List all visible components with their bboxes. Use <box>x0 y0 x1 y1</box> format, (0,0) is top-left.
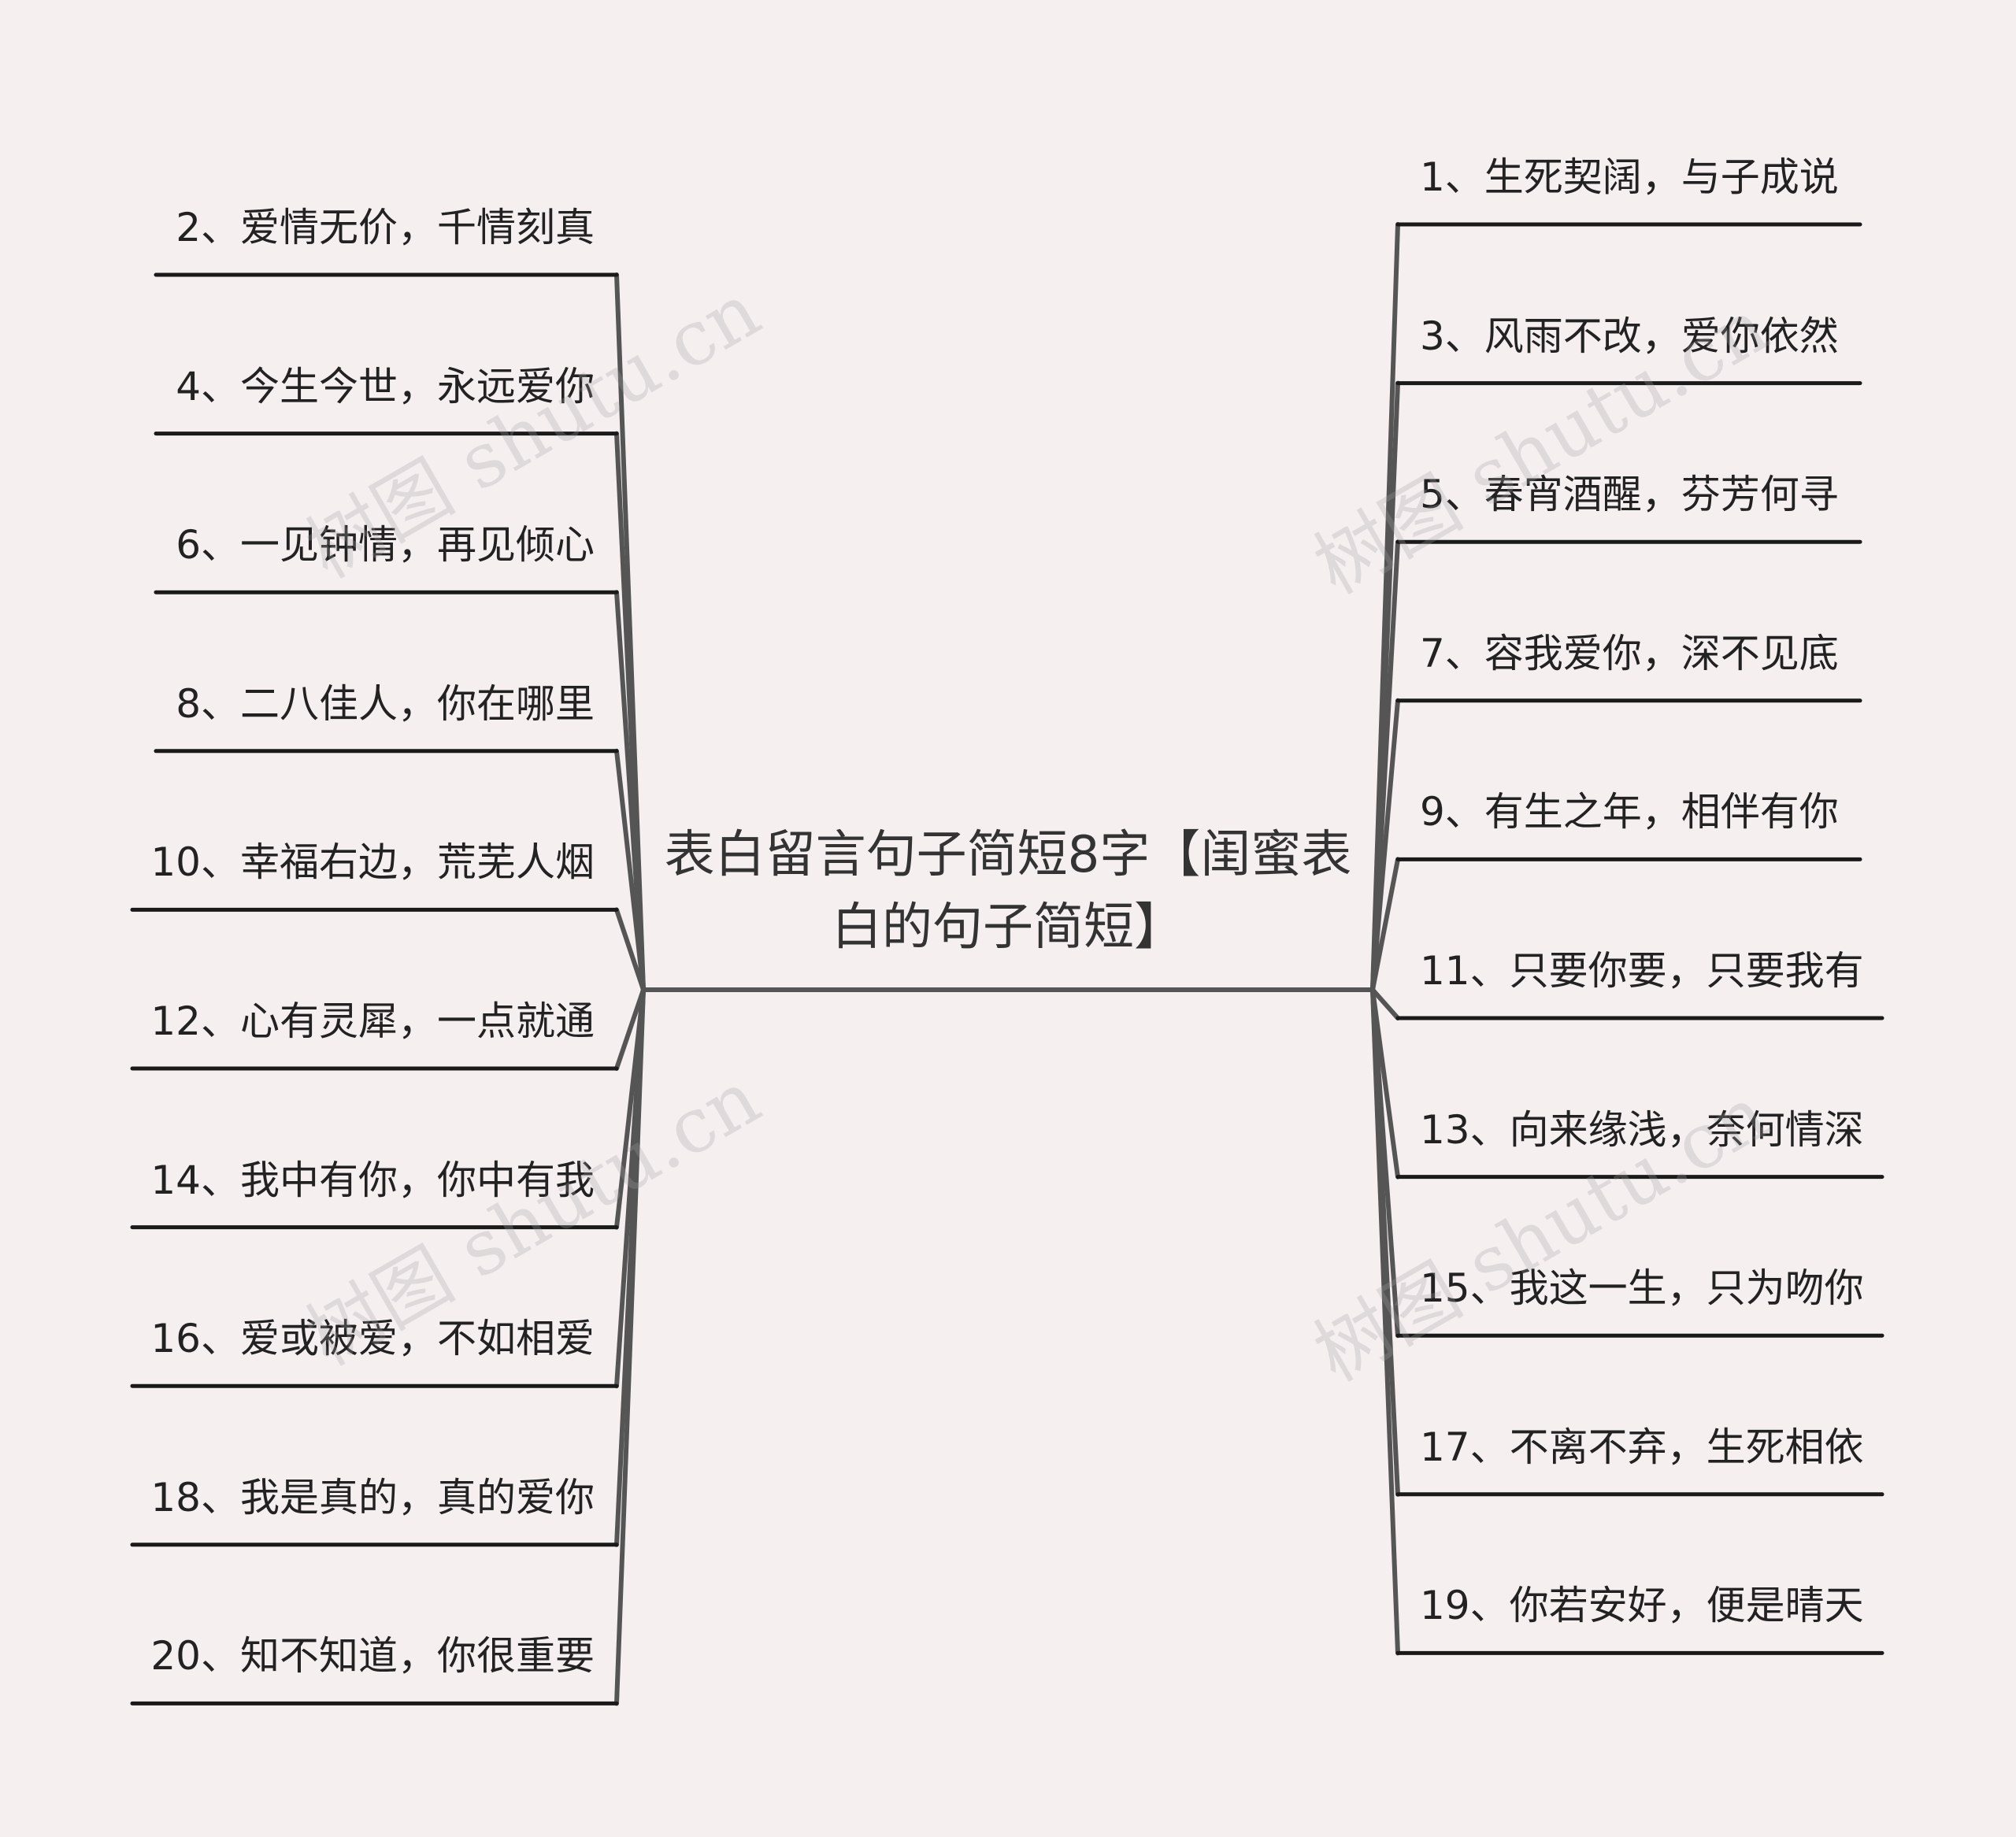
left-branch-label[interactable]: 4、今生今世，永远爱你 <box>176 363 595 409</box>
right-branch-label[interactable]: 3、风雨不改，爱你依然 <box>1420 313 1839 359</box>
right-branch-label[interactable]: 15、我这一生，只为吻你 <box>1420 1265 1864 1312</box>
right-branch-label[interactable]: 19、你若安好，便是晴天 <box>1420 1583 1864 1629</box>
left-branch-label[interactable]: 12、心有灵犀，一点就通 <box>150 998 595 1044</box>
left-branch-label[interactable]: 18、我是真的，真的爱你 <box>150 1474 595 1520</box>
left-branch-connector <box>614 748 646 992</box>
left-branch-label[interactable]: 20、知不知道，你很重要 <box>150 1633 595 1680</box>
left-branch-label[interactable]: 2、爱情无价，千情刻真 <box>176 205 595 250</box>
left-branch-label[interactable]: 6、一见钟情，再见倾心 <box>176 522 595 569</box>
left-branch-label[interactable]: 8、二八佳人，你在哪里 <box>176 680 595 727</box>
right-branch-connector <box>1370 987 1400 1020</box>
right-branch-connector <box>1370 857 1400 992</box>
left-branch-label[interactable]: 16、爱或被爱，不如相爱 <box>150 1316 595 1362</box>
left-branch-connector <box>614 987 646 1071</box>
left-branch-connector <box>614 987 646 1706</box>
right-branch-label[interactable]: 17、不离不弃，生死相依 <box>1420 1424 1864 1470</box>
connector-lines <box>614 222 1400 1706</box>
right-branch-connector <box>1370 987 1400 1656</box>
right-branch-label[interactable]: 13、向来缘浅，奈何情深 <box>1420 1106 1864 1153</box>
right-branch-label[interactable]: 5、春宵酒醒，芬芳何寻 <box>1420 472 1839 518</box>
left-branch-label[interactable]: 14、我中有你，你中有我 <box>150 1157 595 1203</box>
right-branch-label[interactable]: 9、有生之年，相伴有你 <box>1420 789 1839 835</box>
branch-underlines <box>130 222 1884 1706</box>
left-branch-connector <box>614 590 646 992</box>
right-branch-label[interactable]: 11、只要你要，只要我有 <box>1420 948 1864 994</box>
left-branch-label[interactable]: 10、幸福右边，荒芜人烟 <box>150 839 595 886</box>
central-topic[interactable]: 表白留言句子简短8字【闺蜜表白的句子简短】 <box>664 826 1352 957</box>
right-branch-label[interactable]: 7、容我爱你，深不见底 <box>1420 630 1839 676</box>
left-branch-connector <box>614 907 646 992</box>
right-branch-label[interactable]: 1、生死契阔，与子成说 <box>1420 154 1839 200</box>
right-branch-connector <box>1370 698 1400 992</box>
